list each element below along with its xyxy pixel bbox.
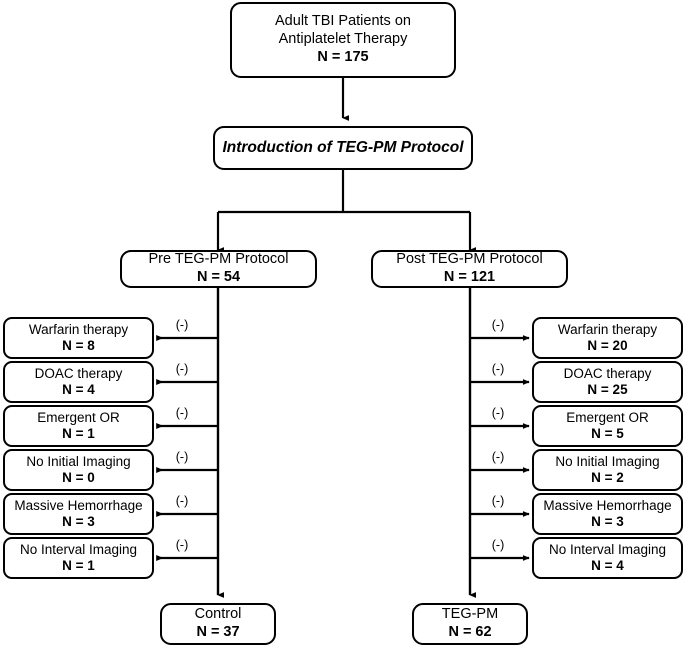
node-branch-pre: Pre TEG-PM Protocol N = 54 [120, 250, 317, 288]
exclusion-left-6-count: N = 1 [62, 558, 95, 573]
exclusion-right-4-label: No Initial Imaging [555, 453, 660, 469]
node-intervention: Introduction of TEG-PM Protocol [213, 126, 473, 170]
node-exclusion-left-4: No Initial Imaging N = 0 [3, 449, 154, 491]
node-exclusion-right-1: Warfarin therapy N = 20 [532, 317, 683, 359]
exclusion-left-5-count: N = 3 [62, 514, 95, 529]
node-exclusion-right-3: Emergent OR N = 5 [532, 405, 683, 447]
exclusion-marker-left-6: (-) [175, 538, 189, 552]
exclusion-left-5-label: Massive Hemorrhage [14, 497, 143, 513]
node-exclusion-left-6: No Interval Imaging N = 1 [3, 537, 154, 579]
node-exclusion-right-5: Massive Hemorrhage N = 3 [532, 493, 683, 535]
branch-post-count: N = 121 [443, 269, 496, 285]
exclusion-right-2-count: N = 25 [587, 382, 628, 397]
exclusion-left-4-count: N = 0 [62, 470, 95, 485]
exclusion-left-4-label: No Initial Imaging [26, 453, 131, 469]
node-exclusion-right-4: No Initial Imaging N = 2 [532, 449, 683, 491]
exclusion-right-2-label: DOAC therapy [563, 365, 652, 381]
cohort-total-line1: Adult TBI Patients on [275, 13, 411, 30]
exclusion-right-1-label: Warfarin therapy [557, 321, 658, 337]
exclusion-right-4-count: N = 2 [591, 470, 624, 485]
exclusion-right-5-label: Massive Hemorrhage [543, 497, 672, 513]
exclusion-right-6-label: No Interval Imaging [548, 541, 667, 557]
result-control-label: Control [194, 606, 242, 623]
exclusion-marker-left-5: (-) [175, 494, 189, 508]
exclusion-marker-right-6: (-) [491, 538, 505, 552]
exclusion-left-1-label: Warfarin therapy [28, 321, 129, 337]
result-tegpm-count: N = 62 [448, 624, 492, 640]
branch-post-label: Post TEG-PM Protocol [396, 251, 543, 268]
node-result-control: Control N = 37 [160, 603, 276, 645]
exclusion-right-3-label: Emergent OR [566, 409, 649, 425]
exclusion-right-6-count: N = 4 [591, 558, 624, 573]
intervention-label: Introduction of TEG-PM Protocol [222, 138, 464, 156]
result-control-count: N = 37 [196, 624, 240, 640]
node-branch-post: Post TEG-PM Protocol N = 121 [371, 250, 568, 288]
exclusion-left-2-count: N = 4 [62, 382, 95, 397]
exclusion-right-3-count: N = 5 [591, 426, 624, 441]
exclusion-marker-left-3: (-) [175, 406, 189, 420]
exclusion-marker-right-4: (-) [491, 450, 505, 464]
node-exclusion-right-2: DOAC therapy N = 25 [532, 361, 683, 403]
exclusion-marker-right-1: (-) [491, 318, 505, 332]
exclusion-marker-left-1: (-) [175, 318, 189, 332]
node-exclusion-left-5: Massive Hemorrhage N = 3 [3, 493, 154, 535]
exclusion-left-2-label: DOAC therapy [34, 365, 123, 381]
branch-pre-label: Pre TEG-PM Protocol [148, 251, 289, 268]
cohort-total-line2: Antiplatelet Therapy [278, 31, 408, 48]
exclusion-right-5-count: N = 3 [591, 514, 624, 529]
node-exclusion-left-1: Warfarin therapy N = 8 [3, 317, 154, 359]
exclusion-left-1-count: N = 8 [62, 338, 95, 353]
node-result-tegpm: TEG-PM N = 62 [412, 603, 528, 645]
result-tegpm-label: TEG-PM [441, 606, 499, 623]
exclusion-marker-left-4: (-) [175, 450, 189, 464]
exclusion-left-6-label: No Interval Imaging [19, 541, 138, 557]
exclusion-marker-right-5: (-) [491, 494, 505, 508]
exclusion-marker-right-2: (-) [491, 362, 505, 376]
node-exclusion-right-6: No Interval Imaging N = 4 [532, 537, 683, 579]
exclusion-left-3-label: Emergent OR [37, 409, 120, 425]
branch-pre-count: N = 54 [196, 269, 241, 285]
node-cohort-total: Adult TBI Patients on Antiplatelet Thera… [230, 2, 456, 78]
node-exclusion-left-2: DOAC therapy N = 4 [3, 361, 154, 403]
cohort-total-count: N = 175 [317, 48, 369, 65]
exclusion-right-1-count: N = 20 [587, 338, 628, 353]
node-exclusion-left-3: Emergent OR N = 1 [3, 405, 154, 447]
exclusion-marker-right-3: (-) [491, 406, 505, 420]
exclusion-left-3-count: N = 1 [62, 426, 95, 441]
exclusion-marker-left-2: (-) [175, 362, 189, 376]
